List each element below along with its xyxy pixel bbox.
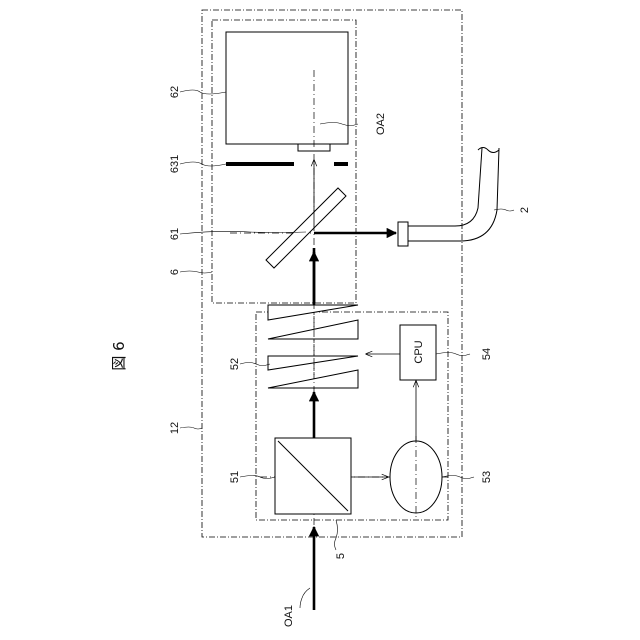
figure-title: 図 6 (110, 341, 128, 370)
label-54: 54 (481, 348, 493, 360)
label-61: 61 (169, 228, 181, 240)
half-mirror-61 (266, 188, 346, 268)
leader-631 (180, 162, 226, 166)
label-53: 53 (481, 471, 493, 483)
leader-51 (240, 476, 275, 479)
label-631: 631 (169, 155, 181, 173)
fiber-cable-2 (398, 148, 499, 247)
leader-52 (240, 363, 270, 366)
leader-6 (180, 271, 212, 273)
leader-62 (180, 90, 226, 94)
leader-oa1 (300, 588, 310, 608)
label-oa2: OA2 (375, 113, 387, 135)
imaging-unit-62 (226, 32, 348, 144)
leader-5 (335, 520, 338, 550)
leader-61 (180, 231, 306, 234)
label-6: 6 (169, 269, 181, 275)
wedge-prisms-52 (268, 305, 358, 388)
leader-12 (180, 427, 202, 429)
label-5: 5 (335, 553, 347, 559)
label-52: 52 (229, 358, 241, 370)
label-2: 2 (519, 207, 531, 213)
label-62: 62 (169, 86, 181, 98)
label-12: 12 (169, 422, 181, 434)
cpu-label: CPU (413, 340, 425, 363)
leader-54 (436, 353, 470, 356)
label-51: 51 (229, 471, 241, 483)
label-oa1: OA1 (283, 605, 295, 627)
